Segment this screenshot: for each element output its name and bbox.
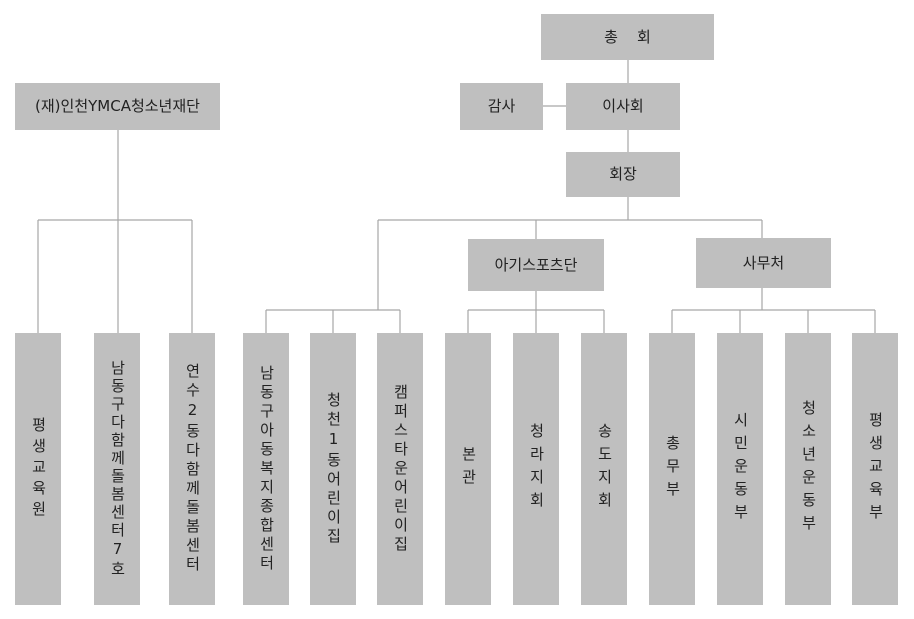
unit-label: 청라지회 bbox=[527, 423, 546, 515]
unit-songdo-branch: 송도지회 bbox=[581, 333, 627, 605]
foundation-label: (재)인천YMCA청소년재단 bbox=[35, 97, 200, 115]
unit-label: 평생교육원 bbox=[29, 416, 48, 522]
unit-label: 청천1동어린이집 bbox=[324, 391, 343, 547]
unit-label: 평생교육부 bbox=[866, 411, 885, 527]
president-box: 회장 bbox=[566, 152, 680, 197]
unit-lifelong-education-dept: 평생교육부 bbox=[852, 333, 898, 605]
unit-label: 송도지회 bbox=[595, 423, 614, 515]
secretariat-label: 사무처 bbox=[742, 253, 785, 272]
unit-label: 청소년운동부 bbox=[799, 400, 818, 538]
unit-namdong-child-welfare-center: 남동구아동복지종합센터 bbox=[243, 333, 289, 605]
unit-cheongcheon-daycare: 청천1동어린이집 bbox=[310, 333, 356, 605]
board-label: 이사회 bbox=[602, 97, 644, 115]
secretariat-box: 사무처 bbox=[696, 238, 831, 288]
foundation-box: (재)인천YMCA청소년재단 bbox=[15, 83, 220, 130]
audit-label: 감사 bbox=[487, 97, 516, 115]
unit-lifelong-education-center: 평생교육원 bbox=[15, 333, 61, 605]
unit-youth-movement: 청소년운동부 bbox=[785, 333, 831, 605]
unit-yeonsu-care-center: 연수2동다함께돌봄센터 bbox=[169, 333, 215, 605]
unit-citizen-movement: 시민운동부 bbox=[717, 333, 763, 605]
unit-campus-town-daycare: 캠퍼스타운어린이집 bbox=[377, 333, 423, 605]
unit-label: 총무부 bbox=[663, 434, 682, 504]
unit-label: 연수2동다함께돌봄센터 bbox=[183, 363, 202, 575]
unit-main-hall: 본관 bbox=[445, 333, 491, 605]
unit-label: 남동구아동복지종합센터 bbox=[257, 364, 276, 574]
audit-box: 감사 bbox=[460, 83, 543, 130]
unit-cheongna-branch: 청라지회 bbox=[513, 333, 559, 605]
agi-sports-label: 아기스포츠단 bbox=[494, 255, 578, 274]
general-assembly-box: 총 회 bbox=[541, 14, 714, 60]
general-assembly-label: 총 회 bbox=[604, 27, 651, 46]
unit-label: 시민운동부 bbox=[731, 411, 750, 527]
unit-label: 캠퍼스타운어린이집 bbox=[391, 383, 410, 555]
unit-general-affairs: 총무부 bbox=[649, 333, 695, 605]
unit-label: 본관 bbox=[459, 446, 478, 492]
unit-label: 남동구다함께돌봄센터7호 bbox=[108, 359, 127, 579]
president-label: 회장 bbox=[609, 165, 637, 183]
agi-sports-box: 아기스포츠단 bbox=[468, 239, 604, 291]
unit-namdong-care-center-7: 남동구다함께돌봄센터7호 bbox=[94, 333, 140, 605]
board-box: 이사회 bbox=[566, 83, 680, 130]
